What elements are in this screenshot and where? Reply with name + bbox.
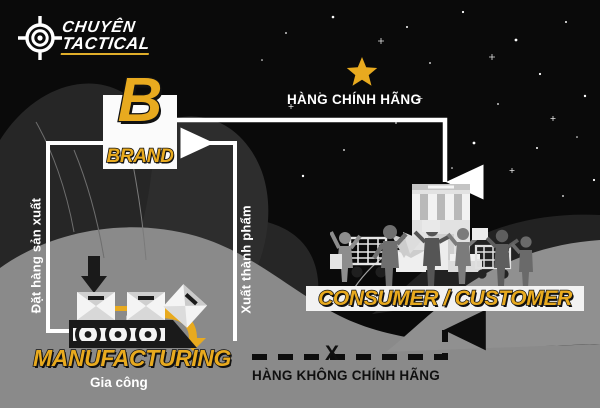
- shopper-4: [446, 228, 488, 284]
- edge-label-genuine-goods: HÀNG CHÍNH HÃNG: [287, 92, 422, 107]
- crate-exiting: [163, 284, 208, 328]
- gold-star-icon: [346, 57, 378, 86]
- brand-node-box: [103, 95, 177, 169]
- factory-input-arrow: [81, 256, 107, 293]
- edge-label-ship-finished-goods: Xuất thành phẩm: [238, 205, 254, 314]
- crosshair-target-icon: [18, 16, 62, 60]
- brand-node-label: BRAND: [106, 145, 175, 168]
- shopper-2: [372, 225, 408, 288]
- factory-conveyor-icon: [69, 256, 208, 351]
- edge-counterfeit-dashed: [252, 309, 486, 360]
- consumer-node-label: CONSUMER / CUSTOMER: [317, 286, 573, 310]
- chuyen-tactical-logo: CHUYÊN TACTICAL: [18, 16, 151, 60]
- store-goods: [391, 232, 482, 272]
- blocked-route-marker: X: [325, 342, 340, 365]
- edge-brand-to-consumer: [177, 117, 484, 200]
- hill-light-ground: [0, 227, 600, 408]
- manufacturing-node-label: MANUFACTURING: [32, 344, 232, 372]
- shopper-5: [485, 229, 520, 286]
- storefront-shoppers-icon: [330, 184, 533, 288]
- star-field: [261, 10, 596, 197]
- crate-1: [77, 292, 115, 320]
- conveyor-wheels: [75, 321, 161, 348]
- shopper-6: [510, 236, 533, 288]
- shopper-3: [413, 220, 451, 286]
- consumer-banner: [306, 286, 584, 311]
- edge-label-counterfeit-goods: HÀNG KHÔNG CHÍNH HÃNG: [252, 368, 440, 383]
- manufacturing-node-sublabel: Gia công: [90, 375, 148, 390]
- sparkle-field: [288, 38, 556, 173]
- decor-streak-2: [73, 149, 105, 259]
- crate-2: [127, 292, 165, 320]
- decor-streak-1: [35, 121, 75, 233]
- edge-manufacturing-to-brand: [180, 127, 237, 341]
- edge-label-place-production-order: Đặt hàng sản xuất: [28, 197, 44, 314]
- brand-initial: B: [116, 66, 163, 135]
- factory-output-arrow: [159, 308, 206, 351]
- shopper-1: [330, 231, 362, 282]
